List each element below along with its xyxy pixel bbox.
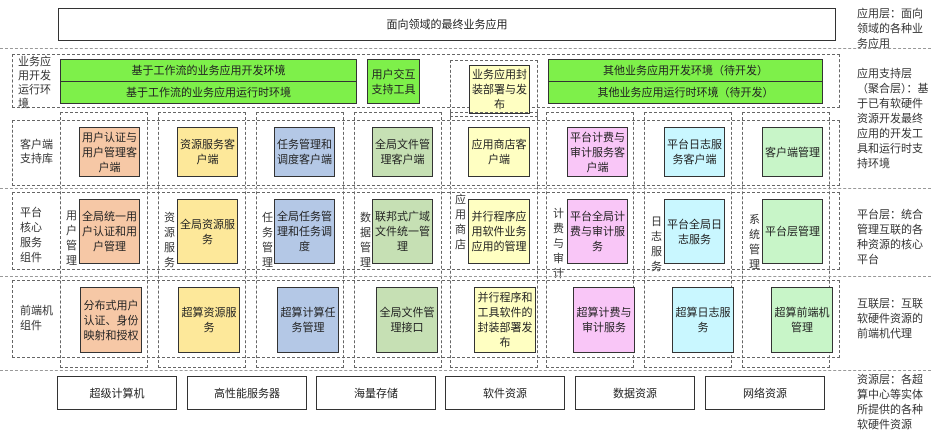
- frontend-component-box: 并行程序和工具软件的封装部署发布: [474, 287, 536, 353]
- frontend-component-box: 分布式用户认证、身份映射和授权: [80, 287, 142, 353]
- dev-env-row: [12, 54, 840, 108]
- column-label: 数据管理: [360, 211, 371, 269]
- frontend-component-box: 超算前端机管理: [771, 287, 833, 353]
- column-label: 任务管理: [262, 211, 273, 269]
- client-box: 平台日志服务客户端: [664, 127, 725, 177]
- platform-row: [12, 192, 840, 270]
- column-data: [354, 112, 442, 368]
- workflow-dev-env: 基于工作流的业务应用开发环境: [60, 59, 357, 82]
- platform-service-box: 平台全局日志服务: [664, 199, 725, 264]
- frontend-component-box: 超算资源服务: [178, 287, 240, 353]
- client-box: 任务管理和调度客户端: [274, 127, 335, 177]
- app-layer-desc: 应用层：面向领域的各种业务应用: [857, 7, 923, 50]
- resource-box: 数据资源: [575, 376, 695, 410]
- frontend-component-box: 超算日志服务: [672, 287, 734, 353]
- platform-service-box: 全局资源服务: [177, 199, 238, 264]
- resource-box: 超级计算机: [57, 376, 177, 410]
- frontend-component-box: 超算计费与审计服务: [573, 287, 635, 353]
- frontend-row-label: 前端机组件: [20, 304, 53, 332]
- other-runtime-env: 其他业务应用运行时环境（待开发）: [548, 81, 823, 104]
- client-box: 全局文件管理客户端: [372, 127, 433, 177]
- layer-divider: [0, 188, 931, 189]
- column-appstore: [450, 112, 538, 368]
- client-box: 资源服务客户端: [177, 127, 238, 177]
- column-task: [256, 112, 344, 368]
- support-layer-desc: 应用支持层（聚合层）：基于已有软硬件资源开发最终应用的开发工具和运行时支持环境: [857, 67, 929, 170]
- client-box: 应用商店客户端: [468, 127, 530, 177]
- column-label: 资源服务: [164, 211, 175, 269]
- column-label: 系统管理: [749, 213, 760, 271]
- platform-service-box: 并行程序应用软件业务应用的管理: [468, 199, 530, 264]
- column-resource: [158, 112, 246, 368]
- platform-service-box: 平台全局计费与审计服务: [567, 199, 628, 264]
- platform-service-box: 平台层管理: [762, 199, 823, 264]
- column-log: [644, 112, 732, 368]
- package-deploy-box: 业务应用封装部署与发布: [469, 65, 530, 114]
- ui-support-tools: 用户交互支持工具: [367, 59, 420, 104]
- column-label: 用户管理: [66, 209, 77, 267]
- column-label: 日志服务: [651, 215, 662, 273]
- deploy-col: [450, 60, 538, 117]
- column-label: 计费与审计: [553, 207, 564, 280]
- app-layer-box: 面向领域的最终业务应用: [58, 8, 836, 41]
- workflow-runtime-env: 基于工作流的业务应用运行时环境: [60, 81, 357, 104]
- client-box: 平台计费与审计服务客户端: [567, 127, 628, 177]
- resource-box: 网络资源: [705, 376, 825, 410]
- resource-box: 海量存储: [316, 376, 436, 410]
- column-label: 应用商店: [455, 193, 466, 251]
- client-row-label: 客户端支持库: [20, 138, 53, 165]
- dev-env-row-label: 业务应用开发运行环境: [18, 55, 51, 110]
- platform-service-box: 全局任务管理和任务调度: [274, 199, 335, 264]
- layer-divider: [0, 276, 931, 277]
- column-user: [60, 112, 148, 368]
- column-system: [742, 112, 830, 368]
- frontend-component-box: 超算计算任务管理: [277, 287, 339, 353]
- client-box: 用户认证与用户管理客户端: [79, 127, 140, 177]
- resource-box: 高性能服务器: [187, 376, 307, 410]
- client-box: 客户端管理: [762, 127, 823, 177]
- column-billing: [546, 112, 634, 368]
- interconnect-layer-desc: 互联层：互联软硬件资源的前端机代理: [857, 297, 923, 340]
- frontend-row: [12, 280, 840, 358]
- other-dev-env: 其他业务应用开发环境（待开发）: [548, 59, 823, 82]
- frontend-component-box: 全局文件管理接口: [376, 287, 438, 353]
- resource-box: 软件资源: [445, 376, 565, 410]
- platform-row-label: 平台核心服务组件: [20, 206, 42, 264]
- platform-service-box: 全局统一用户认证和用户管理: [79, 199, 140, 264]
- platform-layer-desc: 平台层：统合管理互联的各种资源的核心平台: [857, 208, 923, 266]
- layer-divider: [0, 370, 931, 371]
- platform-service-box: 联邦式广域文件统一管理: [372, 199, 433, 264]
- client-row: [12, 120, 840, 186]
- resource-layer-desc: 资源层：各超算中心等实体所提供的各种软硬件资源: [857, 373, 923, 431]
- layer-divider: [0, 48, 931, 49]
